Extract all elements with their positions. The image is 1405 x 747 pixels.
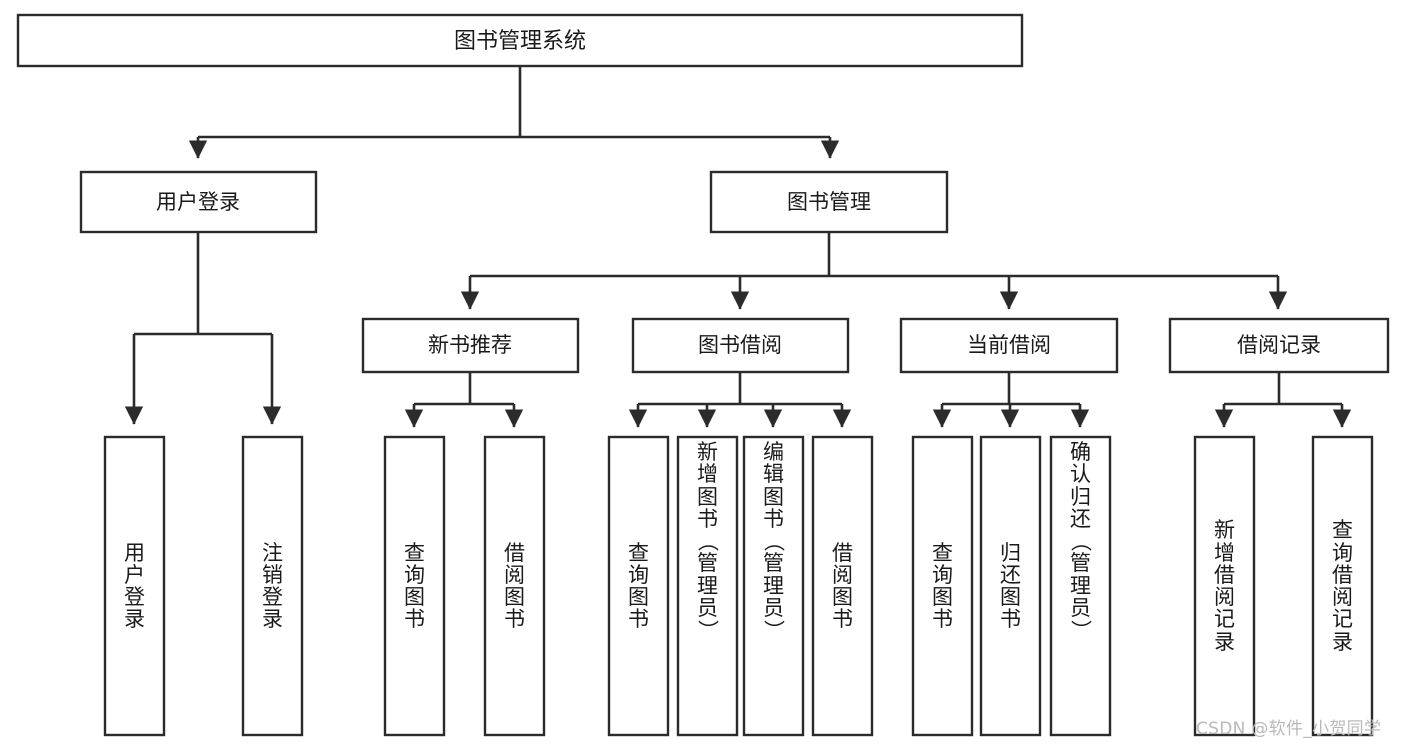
node-root-box[interactable] — [16, 13, 1024, 68]
leaf-box-borrow-book-1[interactable] — [483, 435, 546, 737]
leaf-box-add-book-admin[interactable] — [676, 435, 739, 737]
node-book-manage[interactable]: 图书管理 — [709, 170, 949, 234]
node-root-label: 图书管理系统 — [454, 29, 586, 54]
node-new-book-recommend-label: 新书推荐 — [428, 333, 512, 357]
node-book-borrow-box[interactable] — [631, 317, 850, 374]
node-borrow-record-box[interactable] — [1168, 317, 1390, 374]
node-new-book-recommend[interactable]: 新书推荐 — [361, 317, 580, 374]
node-current-borrow-label: 当前借阅 — [967, 333, 1051, 357]
leaf-box-query-book-3[interactable] — [911, 435, 974, 737]
node-current-borrow-box[interactable] — [899, 317, 1119, 374]
leaf-box-return-book[interactable] — [979, 435, 1042, 737]
node-book-borrow-label: 图书借阅 — [698, 333, 782, 357]
node-user-login-label: 用户登录 — [156, 190, 240, 214]
leaf-box-user-login[interactable] — [103, 435, 166, 737]
leaf-box-add-borrow-record[interactable] — [1193, 435, 1256, 737]
leaf-box-borrow-book-2[interactable] — [811, 435, 874, 737]
leaf-box-query-book-2[interactable] — [607, 435, 670, 737]
leaf-box-confirm-return-admin[interactable] — [1049, 435, 1112, 737]
node-borrow-record[interactable]: 借阅记录 — [1168, 317, 1390, 374]
node-user-login[interactable]: 用户登录 — [79, 170, 318, 234]
node-root[interactable]: 图书管理系统 — [16, 13, 1024, 68]
leaf-box-logout-login[interactable] — [241, 435, 304, 737]
node-book-manage-label: 图书管理 — [787, 190, 871, 214]
node-book-borrow[interactable]: 图书借阅 — [631, 317, 850, 374]
node-new-book-recommend-box[interactable] — [361, 317, 580, 374]
leaf-box-edit-book-admin[interactable] — [742, 435, 805, 737]
leaf-box-query-borrow-record[interactable] — [1311, 435, 1374, 737]
node-current-borrow[interactable]: 当前借阅 — [899, 317, 1119, 374]
leaf-box-query-book-1[interactable] — [383, 435, 446, 737]
node-book-manage-box[interactable] — [709, 170, 949, 234]
csdn-watermark: CSDN @软件_小贺同学 — [1196, 719, 1382, 739]
node-borrow-record-label: 借阅记录 — [1237, 333, 1321, 357]
